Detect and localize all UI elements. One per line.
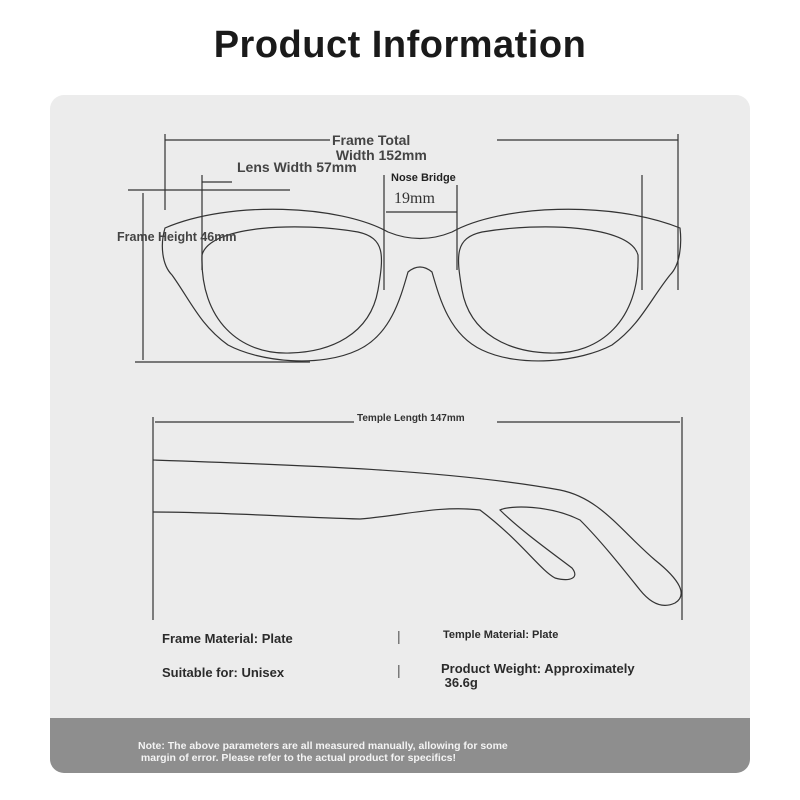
footer-note-bar: Note: The above parameters are all measu…	[50, 718, 750, 773]
spec-separator: |	[397, 662, 401, 678]
nose-bridge-value: 19mm	[394, 190, 435, 207]
temple-length-label: Temple Length 147mm	[357, 413, 465, 424]
lens-width-label: Lens Width 57mm	[237, 159, 357, 175]
footer-note: Note: The above parameters are all measu…	[138, 740, 508, 764]
page-title: Product Information	[213, 24, 587, 66]
frame-total-width-label: Frame Total Width 152mm	[332, 132, 427, 163]
spec-separator: |	[397, 628, 401, 644]
product-weight: Product Weight: Approximately 36.6g	[441, 661, 635, 690]
frame-material: Frame Material: Plate	[162, 631, 293, 646]
info-card	[50, 95, 750, 773]
temple-material: Temple Material: Plate	[443, 629, 559, 641]
suitable-for: Suitable for: Unisex	[162, 665, 285, 680]
nose-bridge-label: Nose Bridge	[391, 172, 456, 184]
frame-height-label: Frame Height 46mm	[117, 230, 237, 244]
